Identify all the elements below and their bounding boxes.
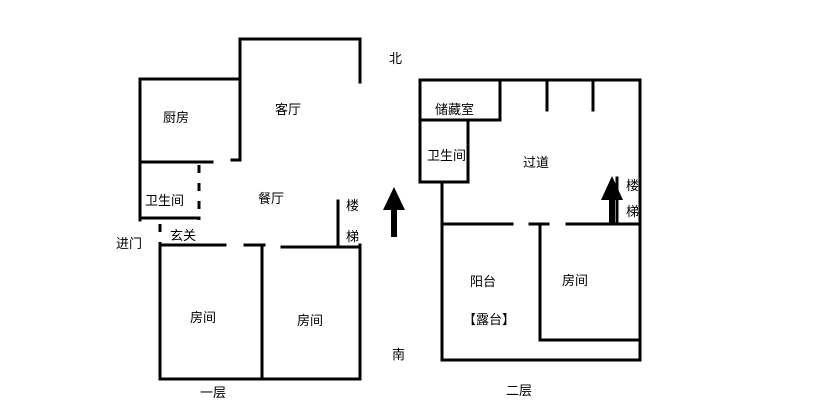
f2-corridor-label: 过道: [523, 156, 550, 171]
f2-terrace-label: 【露台】: [463, 313, 516, 328]
f2-bathroom-label: 卫生间: [427, 149, 467, 164]
f2-stair-label-bottom: 梯: [626, 205, 640, 220]
f2-storage-label: 储藏室: [435, 103, 475, 118]
f2-stair-label-top: 楼: [626, 179, 640, 194]
compass-south-label: 南: [392, 348, 406, 363]
floor1-caption: 一层: [200, 386, 227, 401]
f1-living-room-label: 客厅: [275, 103, 302, 118]
floor1-walls: [138, 37, 362, 381]
f2-bedroom-label: 房间: [562, 274, 589, 289]
f1-entry-hall-label: 玄关: [170, 229, 197, 244]
compass-north-label: 北: [389, 52, 403, 67]
f1-kitchen-label: 厨房: [163, 111, 190, 126]
f1-dining-room-label: 餐厅: [258, 192, 285, 207]
floor2-caption: 二层: [506, 384, 533, 399]
f1-bedroom-left-label: 房间: [190, 311, 217, 326]
f1-stair-label-top: 楼: [346, 199, 360, 214]
f1-bathroom-label: 卫生间: [145, 194, 185, 209]
f1-bedroom-right-label: 房间: [297, 314, 324, 329]
f2-balcony-label: 阳台: [470, 275, 497, 290]
f1-entrance-label: 进门: [116, 237, 143, 252]
f1-stair-label-bottom: 梯: [346, 230, 360, 245]
stair-up-arrow-icon: [601, 176, 623, 225]
floor2-walls: [418, 78, 642, 362]
north-arrow-icon: [383, 187, 405, 237]
